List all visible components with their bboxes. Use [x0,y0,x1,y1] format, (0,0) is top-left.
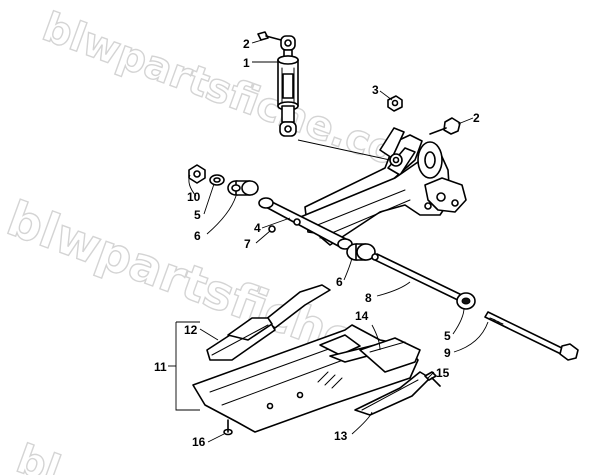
bolt-top-shock [257,31,282,41]
callout-4: 4 [254,221,261,235]
plate-part [359,337,421,373]
screw [223,419,233,436]
callout-5-left: 5 [194,208,201,222]
callout-1: 1 [243,56,250,70]
watermark-corner-text: bl [11,436,67,475]
callout-11: 11 [154,360,167,374]
bushing-right [346,243,376,261]
watermark-corner: bl [10,435,67,475]
watermark-upper-text: blwpartsfiche.com [37,4,442,189]
callout-2-left: 2 [243,37,250,51]
callout-2-right: 2 [473,111,480,125]
callout-6-right: 6 [336,275,343,289]
callout-14: 14 [355,309,369,323]
nut-left [188,164,206,184]
shaft [371,253,469,304]
callout-15: 15 [436,366,450,380]
callout-13: 13 [334,429,348,443]
swing-arm [258,127,467,250]
callout-16: 16 [192,435,206,449]
callout-8: 8 [365,291,372,305]
callout-3: 3 [372,83,379,97]
bolt-top-right [429,117,461,135]
slide-block [206,317,276,361]
shock-absorber [277,35,299,137]
leader-lines [168,39,489,443]
callout-labels: 2 1 3 2 10 5 6 4 7 6 8 5 9 11 12 14 15 1… [154,37,480,449]
callout-9: 9 [444,346,451,360]
long-bolt [484,311,579,361]
washer-left [209,174,225,186]
callout-5-right: 5 [444,329,451,343]
callout-7: 7 [244,237,251,251]
washer-right [456,292,476,310]
bushing-left [227,180,259,196]
callout-12: 12 [184,323,198,337]
grease-fitting [268,225,276,233]
callout-10: 10 [187,190,201,204]
callout-6-left: 6 [194,229,201,243]
watermark-upper: blwpartsfiche.com [36,3,443,189]
